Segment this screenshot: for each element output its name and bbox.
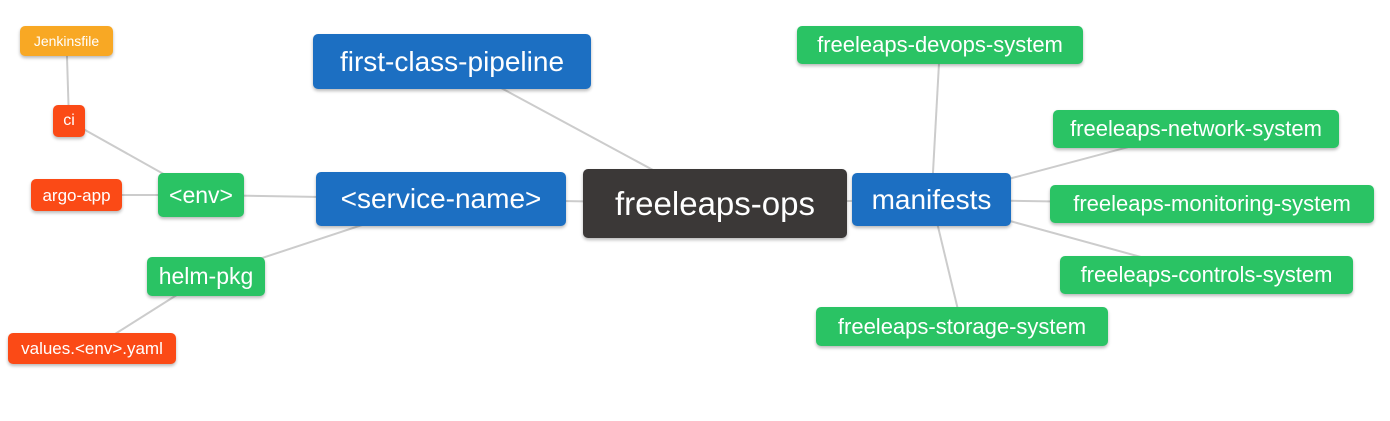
mindmap-node-manifests[interactable]: manifests — [852, 173, 1011, 226]
mindmap-node-freeleaps-network-system[interactable]: freeleaps-network-system — [1053, 110, 1339, 148]
mindmap-node-freeleaps-storage-system[interactable]: freeleaps-storage-system — [816, 307, 1108, 346]
mindmap-node-freeleaps-monitoring-system[interactable]: freeleaps-monitoring-system — [1050, 185, 1374, 223]
mindmap-node-freeleaps-ops[interactable]: freeleaps-ops — [583, 169, 847, 238]
mindmap-node-service-name[interactable]: <service-name> — [316, 172, 566, 226]
mindmap-node-jenkinsfile[interactable]: Jenkinsfile — [20, 26, 113, 56]
mindmap-node-helm-pkg[interactable]: helm-pkg — [147, 257, 265, 296]
mindmap-node-env[interactable]: <env> — [158, 173, 244, 217]
mindmap-node-argo-app[interactable]: argo-app — [31, 179, 122, 211]
mindmap-node-ci[interactable]: ci — [53, 105, 85, 137]
mindmap-node-freeleaps-controls-system[interactable]: freeleaps-controls-system — [1060, 256, 1353, 294]
mindmap-node-freeleaps-devops-system[interactable]: freeleaps-devops-system — [797, 26, 1083, 64]
mindmap-node-values-env-yaml[interactable]: values.<env>.yaml — [8, 333, 176, 364]
mindmap-node-first-class-pipeline[interactable]: first-class-pipeline — [313, 34, 591, 89]
